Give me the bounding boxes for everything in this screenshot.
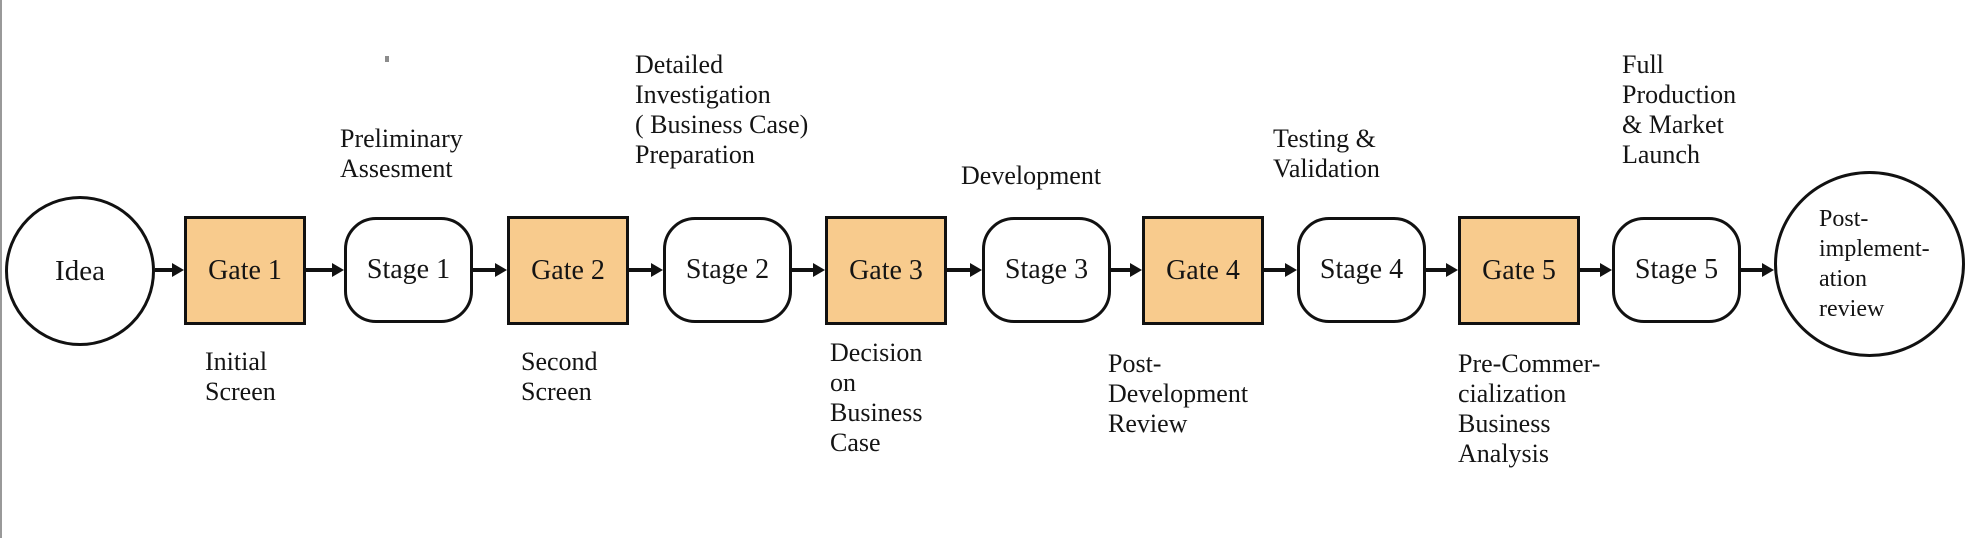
arrow-head-icon [1446, 263, 1458, 277]
stage-1-caption: Preliminary Assesment [340, 124, 463, 183]
arrow-head-icon [1285, 263, 1297, 277]
gate-3-caption: Decision on Business Case [830, 338, 923, 457]
arrow-head-icon [332, 263, 344, 277]
arrow-shaft [306, 268, 332, 272]
flow-arrow-gate3-to-stage3 [947, 263, 982, 277]
stage-4-caption: Testing & Validation [1273, 124, 1380, 183]
arrow-head-icon [495, 263, 507, 277]
post-implementation-review-node: Post- implement- ation review [1774, 171, 1965, 357]
gate-2-caption: Second Screen [521, 347, 598, 406]
stage-3-label: Stage 3 [1004, 254, 1089, 285]
gate-3-box: Gate 3 [825, 216, 947, 325]
stage-1-box: Stage 1 [344, 217, 473, 323]
stray-dot-artifact [385, 56, 389, 62]
flow-arrow-stage1-to-gate2 [473, 263, 507, 277]
stage-5-label: Stage 5 [1634, 254, 1719, 285]
gate-4-label: Gate 4 [1166, 254, 1240, 286]
stage-2-label: Stage 2 [685, 254, 770, 285]
arrow-shaft [1426, 268, 1446, 272]
arrow-shaft [1580, 268, 1600, 272]
stage-5-caption: Full Production & Market Launch [1622, 50, 1737, 169]
flow-arrow-stage5-to-post [1741, 263, 1774, 277]
flow-arrow-gate1-to-stage1 [306, 263, 344, 277]
gate-5-label: Gate 5 [1482, 254, 1556, 286]
stage-4-box: Stage 4 [1297, 217, 1426, 323]
arrow-head-icon [1762, 263, 1774, 277]
arrow-head-icon [1600, 263, 1612, 277]
gate-2-label: Gate 2 [531, 254, 605, 286]
flow-arrow-idea-to-gate1 [155, 263, 184, 277]
flow-arrow-gate4-to-stage4 [1264, 263, 1297, 277]
stage-3-box: Stage 3 [982, 217, 1111, 323]
idea-node: Idea [5, 196, 155, 346]
arrow-shaft [1111, 268, 1130, 272]
stage-4-label: Stage 4 [1319, 254, 1404, 285]
flow-arrow-gate2-to-stage2 [629, 263, 663, 277]
flow-arrow-gate5-to-stage5 [1580, 263, 1612, 277]
arrow-head-icon [651, 263, 663, 277]
gate-4-box: Gate 4 [1142, 216, 1264, 325]
gate-4-caption: Post- Development Review [1108, 349, 1249, 438]
flow-arrow-stage4-to-gate5 [1426, 263, 1458, 277]
flow-arrow-stage3-to-gate4 [1111, 263, 1142, 277]
stage-3-caption: Development [961, 161, 1102, 190]
gate-1-box: Gate 1 [184, 216, 306, 325]
gate-5-box: Gate 5 [1458, 216, 1580, 325]
gate-3-label: Gate 3 [849, 254, 923, 286]
stage-2-box: Stage 2 [663, 217, 792, 323]
arrow-shaft [1741, 268, 1762, 272]
stage-1-label: Stage 1 [366, 254, 451, 285]
arrow-shaft [155, 268, 172, 272]
page-left-edge-line [0, 0, 2, 538]
arrow-shaft [792, 268, 813, 272]
flow-arrow-stage2-to-gate3 [792, 263, 825, 277]
arrow-shaft [473, 268, 495, 272]
arrow-head-icon [172, 263, 184, 277]
post-implementation-review-label: Post- implement- ation review [1819, 206, 1930, 322]
arrow-head-icon [970, 263, 982, 277]
idea-node-label: Idea [55, 255, 105, 287]
gate-2-box: Gate 2 [507, 216, 629, 325]
arrow-head-icon [1130, 263, 1142, 277]
arrow-head-icon [813, 263, 825, 277]
gate-5-caption: Pre-Commer- cialization Business Analysi… [1458, 349, 1601, 468]
stage-5-box: Stage 5 [1612, 217, 1741, 323]
gate-1-label: Gate 1 [208, 254, 282, 286]
gate-1-caption: Initial Screen [205, 347, 276, 406]
arrow-shaft [1264, 268, 1285, 272]
stage-2-caption: Detailed Investigation ( Business Case) … [635, 50, 809, 169]
arrow-shaft [947, 268, 970, 272]
arrow-shaft [629, 268, 651, 272]
